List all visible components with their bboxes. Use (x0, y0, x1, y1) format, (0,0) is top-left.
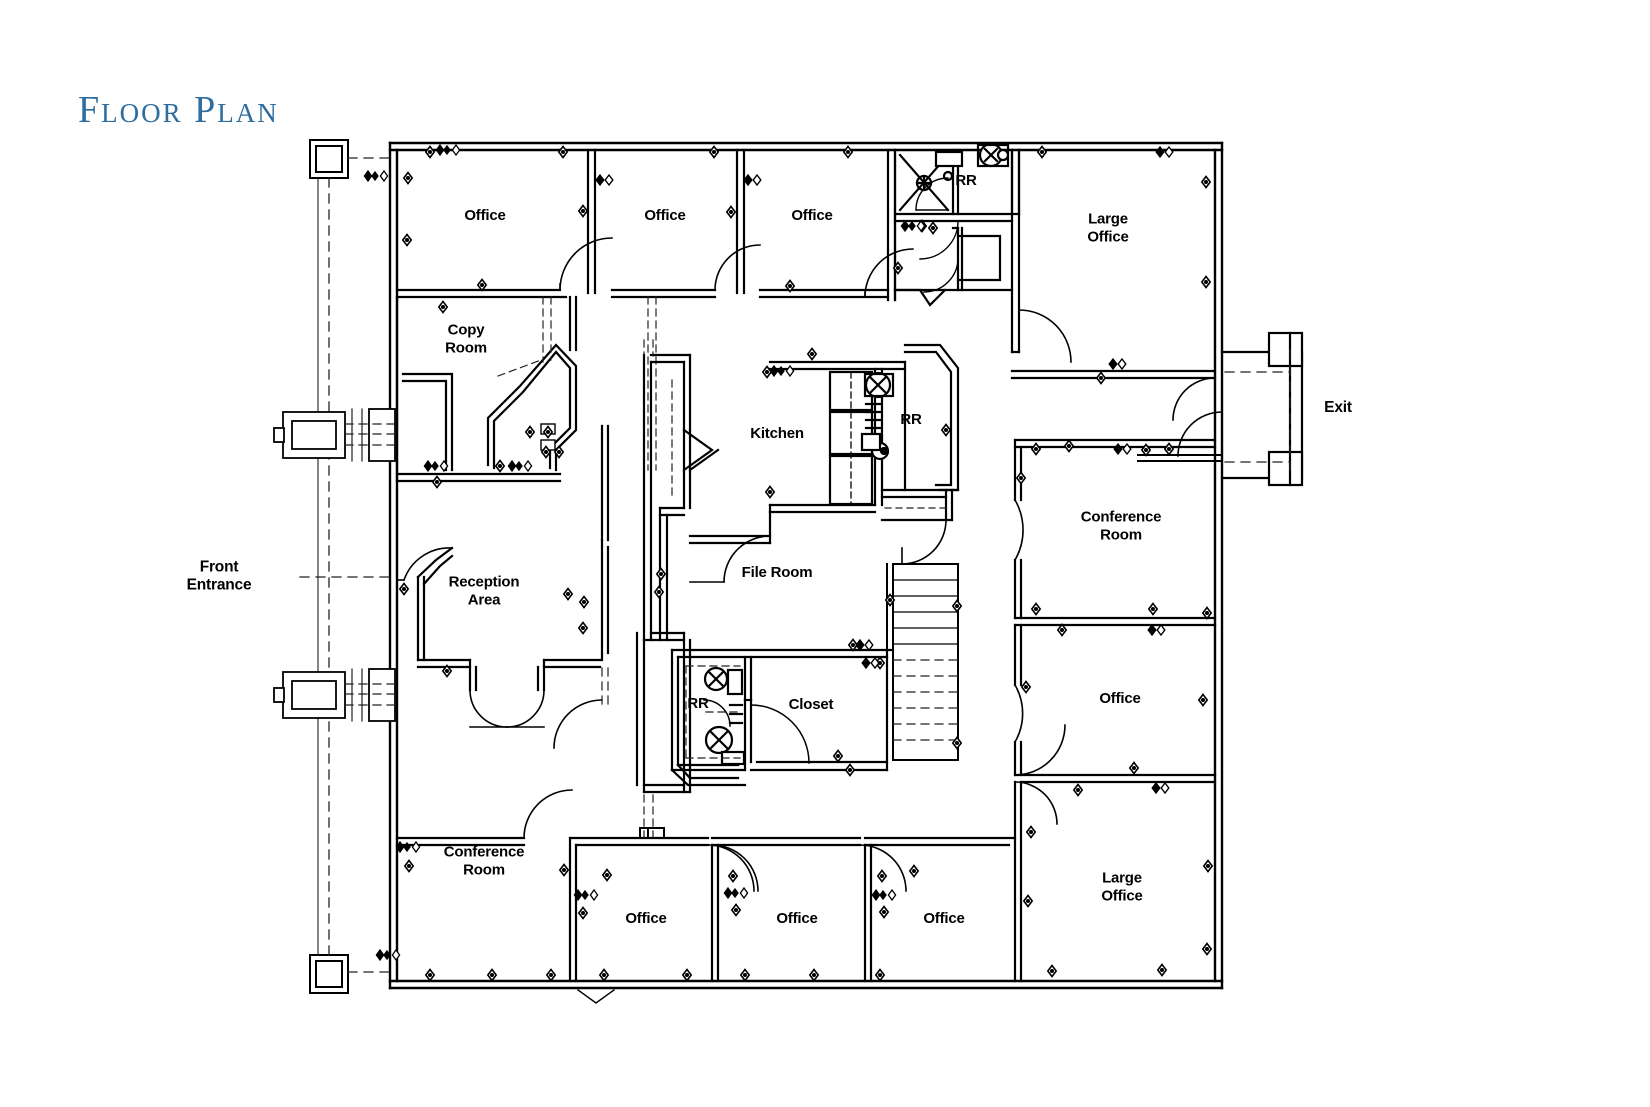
office-top-3: Office (791, 207, 833, 225)
large-office-top: Large Office (1087, 210, 1129, 245)
conference-room-bottom: Conference Room (443, 843, 525, 878)
page-title: Floor Plan (78, 89, 279, 131)
kitchen: Kitchen (750, 425, 804, 443)
office-bottom-3: Office (923, 910, 965, 928)
file-room: File Room (741, 564, 813, 582)
office-right-mid: Office (1099, 690, 1141, 708)
office-bottom-1: Office (625, 910, 667, 928)
reception-area: Reception Area (448, 573, 520, 608)
restroom-closet: RR (687, 695, 709, 713)
conference-room-right: Conference Room (1080, 508, 1162, 543)
office-bottom-2: Office (776, 910, 818, 928)
office-top-2: Office (644, 207, 686, 225)
closet: Closet (788, 696, 834, 714)
front-entrance-label: Front Entrance (186, 558, 252, 594)
restroom-kitchen: RR (900, 411, 922, 429)
large-office-bottom: Large Office (1101, 869, 1143, 904)
restroom-top: RR (955, 172, 977, 190)
exit-label: Exit (1324, 398, 1352, 416)
copy-room: Copy Room (445, 321, 487, 356)
office-top-1: Office (464, 207, 506, 225)
